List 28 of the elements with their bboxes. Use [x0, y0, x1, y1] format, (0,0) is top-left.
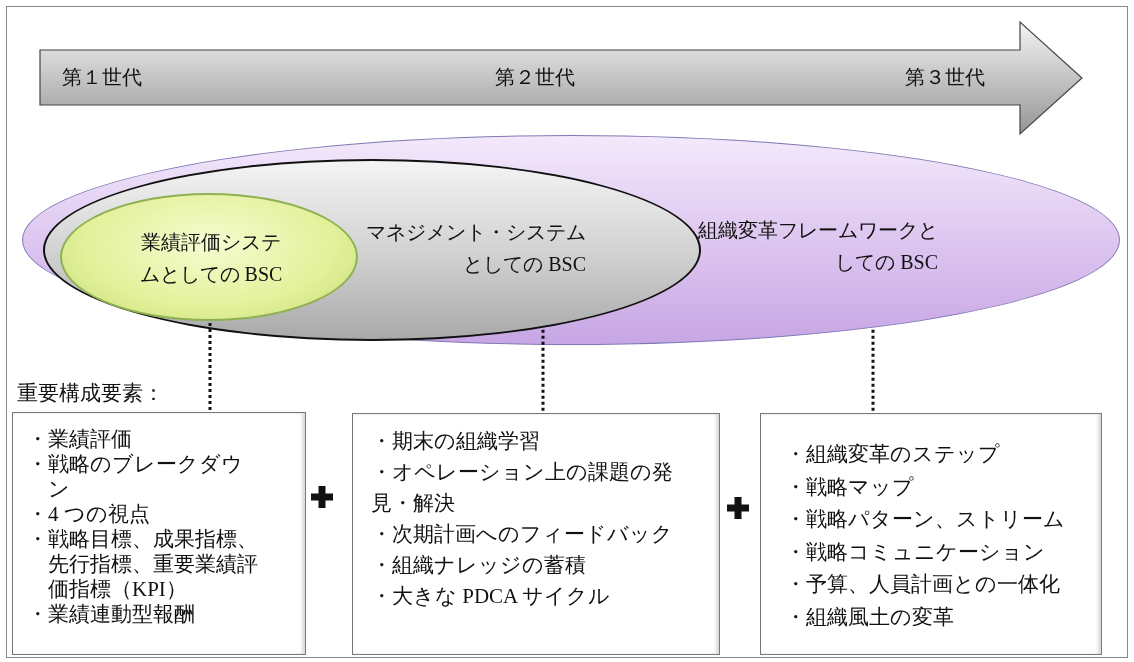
dotted-line — [541, 329, 545, 411]
heading: 重要構成要素： — [17, 380, 164, 407]
dotted-line — [871, 329, 875, 411]
oval-label: 組織変革フレームワークとしての BSC — [698, 218, 938, 275]
list-item: ・組織風土の変革 — [785, 603, 955, 631]
list-item: ・予算、人員計画との一体化 — [785, 571, 1061, 598]
list-item: ・戦略のブレークダウン — [27, 452, 244, 502]
list-item: ・組織変革のステップ — [785, 441, 1001, 468]
oval-label: 業績評価システムとしての BSC — [138, 230, 284, 287]
list-item: ・戦略コミュニケーション — [785, 538, 1046, 566]
list-item: ・期末の組織学習 — [371, 428, 541, 455]
list-item: ・業績連動型報酬 — [27, 602, 196, 627]
list-box — [760, 413, 1102, 655]
generation-label: 第２世代 — [495, 65, 575, 90]
list-item: ・戦略目標、成果指標、先行指標、重要業績評価指標（KPI） — [27, 527, 259, 602]
list-item: ・オペレーション上の課題の発見・解決 — [371, 459, 674, 517]
list-item: ・大きな PDCA サイクル — [371, 583, 612, 610]
list-item: ・4 つの視点 — [27, 502, 151, 527]
list-item: ・業績評価 — [27, 427, 133, 452]
generation-label: 第３世代 — [905, 65, 985, 90]
list-item: ・次期計画へのフィードバック — [371, 521, 674, 548]
dotted-line — [208, 323, 212, 410]
list-item: ・戦略マップ — [785, 473, 915, 501]
list-box — [352, 413, 720, 655]
list-item: ・組織ナレッジの蓄積 — [371, 552, 587, 579]
list-item: ・戦略パターン、ストリーム — [785, 506, 1066, 533]
generation-label: 第１世代 — [62, 65, 142, 90]
oval-label: マネジメント・システムとしての BSC — [365, 220, 586, 277]
